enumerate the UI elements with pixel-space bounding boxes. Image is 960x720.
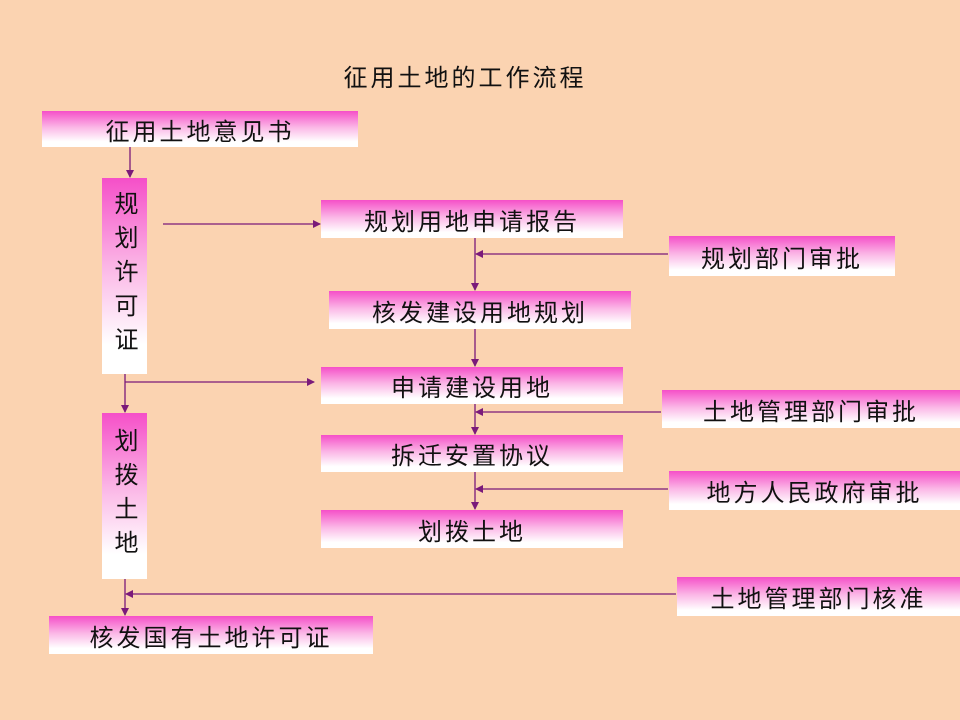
box-planning-dept-approval: 规划部门审批 <box>669 236 895 276</box>
box-planning-permit: 规划许可证 <box>102 178 147 374</box>
page-title: 征用土地的工作流程 <box>343 64 587 92</box>
box-land-dept-approval: 土地管理部门审批 <box>662 390 960 428</box>
box-relocation-agreement: 拆迁安置协议 <box>321 435 623 472</box>
box-local-gov-approval: 地方人民政府审批 <box>669 471 960 510</box>
box-apply-construction-land: 申请建设用地 <box>321 367 623 404</box>
box-allocate-land-left: 划拨土地 <box>102 413 147 579</box>
box-state-land-permit: 核发国有土地许可证 <box>49 616 373 654</box>
box-planning-application: 规划用地申请报告 <box>321 200 623 238</box>
box-land-dept-ratify: 土地管理部门核准 <box>677 577 960 616</box>
box-issue-planning: 核发建设用地规划 <box>329 291 631 329</box>
box-opinion: 征用土地意见书 <box>42 111 358 147</box>
box-allocate-land-center: 划拨土地 <box>321 510 623 548</box>
